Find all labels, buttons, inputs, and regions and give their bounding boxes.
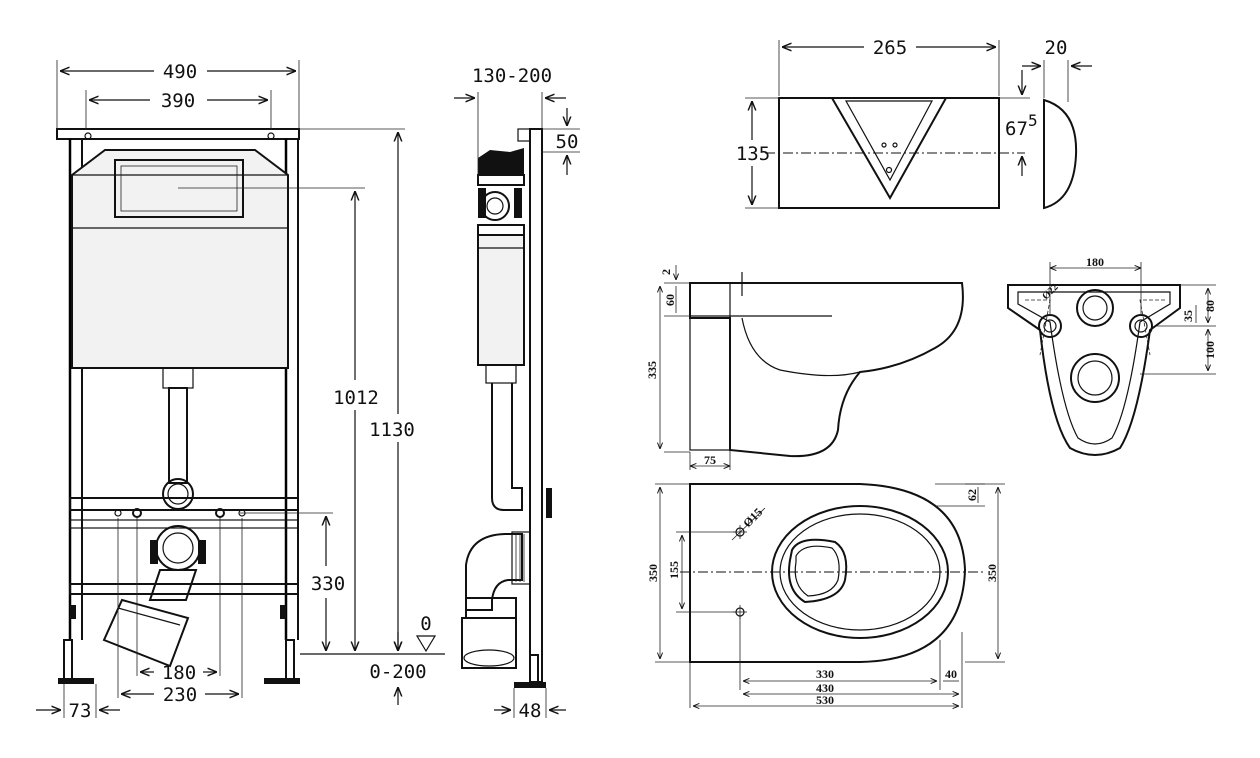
dim-height-tank: 1012: [333, 387, 379, 409]
dim-back-h35: 35: [1181, 310, 1195, 322]
dim-width-inner: 390: [161, 90, 195, 112]
dim-back-h100: 100: [1203, 341, 1217, 359]
dim-bowl-height: 335: [645, 361, 659, 379]
dim-top-40: 40: [945, 667, 957, 681]
dim-top-430: 430: [816, 681, 834, 695]
frame-front-view: 490 390 1012 1130 330 0 0-200: [36, 60, 445, 722]
dim-top-530: 530: [816, 693, 834, 707]
dim-back-hole-spacing: 180: [1086, 255, 1104, 269]
bowl-side-view: 2 60 335 75: [645, 265, 964, 470]
dim-floor-range: 0-200: [369, 661, 426, 683]
bowl-back-view: 180 Ø22 80 35 100: [1007, 255, 1217, 456]
frame-side-view: 130-200 50 48: [454, 65, 580, 722]
frame-top-bar: [56, 128, 300, 140]
dim-top-width-left: 350: [646, 564, 660, 582]
dim-height-outlet: 330: [311, 573, 345, 595]
dim-floor-zero: 0: [420, 613, 431, 635]
dim-bowl-foot: 75: [704, 453, 716, 467]
side-frame-post: [529, 128, 543, 683]
dim-plate-thickness: 20: [1045, 37, 1068, 59]
dim-width-outer: 490: [163, 61, 197, 83]
bowl-back-outline: [1007, 284, 1181, 456]
dim-height-total: 1130: [369, 419, 415, 441]
dim-bowl-rim: 60: [663, 294, 677, 306]
dim-side-foot: 48: [519, 700, 542, 722]
dim-top-330: 330: [816, 667, 834, 681]
dim-bowl-top-lip: 2: [659, 269, 673, 275]
dim-plate-height: 135: [736, 143, 770, 165]
dim-wall-depth: 130-200: [472, 65, 552, 87]
dim-outlet-offset-1: 180: [162, 662, 196, 684]
dim-top-width-right: 350: [985, 564, 999, 582]
dim-outlet-offset-2: 230: [163, 684, 197, 706]
cistern-tank: [71, 149, 289, 369]
flush-opening: [114, 159, 244, 218]
dim-plate-width: 265: [873, 37, 907, 59]
flush-plate-side: [1043, 98, 1078, 210]
dim-plate-center-sup: 5: [1028, 111, 1038, 130]
dim-side-top: 50: [556, 131, 579, 153]
dim-foot: 73: [69, 700, 92, 722]
dim-back-h80: 80: [1203, 300, 1217, 312]
dim-top-rim: 62: [965, 489, 979, 501]
dim-top-hole-dia: Ø15: [740, 505, 765, 530]
bowl-top-view: Ø15 350 155 350 62 330 40 430 530: [646, 483, 1005, 708]
dim-plate-center: 67: [1005, 118, 1028, 140]
flush-plate-view: 265 20 135 67 5: [736, 37, 1092, 210]
bowl-wall-plate: [689, 282, 731, 451]
side-cistern: [477, 234, 525, 366]
bowl-top-outline: [689, 483, 967, 663]
bowl-side-profile: [689, 282, 964, 458]
floor-level-marker: [415, 635, 437, 653]
dim-top-hole-spacing: 155: [667, 561, 681, 579]
